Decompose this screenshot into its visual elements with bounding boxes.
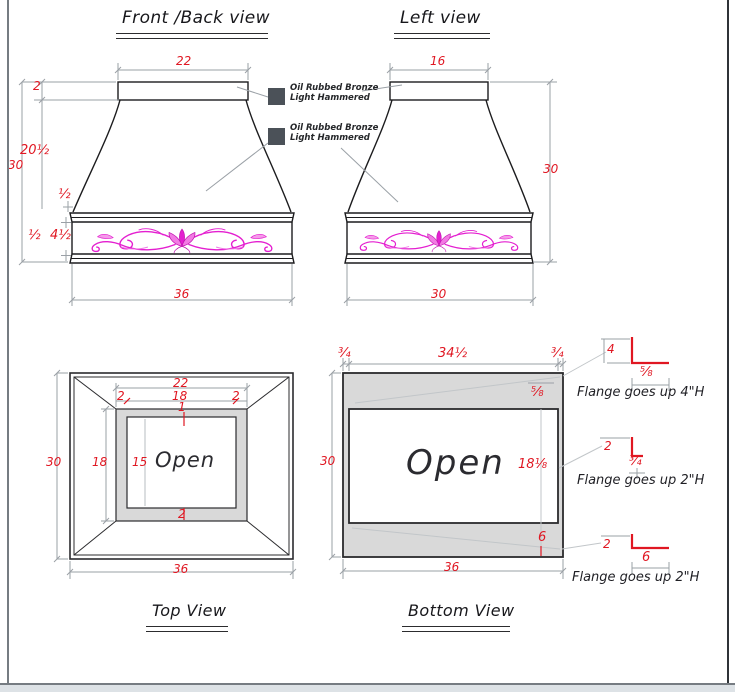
front-dim-overall-height: 30 [8, 158, 24, 172]
topview-dim-frame-depth: 18 [92, 455, 108, 469]
topview-dim-right-rim: 2 [232, 389, 240, 403]
topview-dim-overall-width: 36 [173, 562, 189, 576]
leftview-dim-overall-height: 30 [543, 162, 559, 176]
sheet-border-left [7, 0, 9, 685]
left-view-hood [344, 81, 534, 264]
finish-swatch-2 [268, 128, 285, 145]
bottomview-open-label: Open [406, 443, 505, 483]
left-view-dim-lines [343, 63, 557, 306]
flange3-note: Flange goes up 2"H [572, 570, 700, 585]
front-dim-top-molding: ½ [58, 187, 71, 202]
flange2-note: Flange goes up 2"H [577, 473, 705, 488]
swatch-leader-lines [205, 84, 403, 203]
flange2-height-dim: 2 [604, 439, 612, 453]
sheet-border-right [727, 0, 729, 685]
topview-dim-frame-width: 22 [173, 376, 189, 390]
top-view-red-ticks [123, 397, 240, 520]
flange-detail-3-lines [601, 534, 670, 574]
bottomview-dim-opening-width: 34½ [438, 346, 468, 361]
finish-swatch-1-line2: Light Hammered [290, 93, 370, 103]
bottom-view-drawing [342, 372, 564, 558]
flange3-height-dim: 2 [603, 537, 611, 551]
front-view-title: Front /Back view [122, 8, 270, 28]
front-dim-crown-height: 2 [33, 79, 41, 93]
bottomview-dim-overall-depth: 30 [320, 454, 336, 468]
topview-dim-opening-depth: 15 [132, 455, 148, 469]
bottomview-dim-overall-width: 36 [444, 560, 460, 574]
flange3-depth-dim: 6 [642, 550, 651, 565]
finish-swatch-2-line1: Oil Rubbed Bronze [290, 123, 379, 133]
bottom-view-title: Bottom View [408, 601, 515, 620]
front-view-hood [69, 81, 295, 264]
bottomview-dim-opening-depth: 18⅛ [518, 457, 548, 472]
front-dim-top-width: 22 [176, 54, 192, 68]
front-dim-bottom-width: 36 [174, 287, 190, 301]
bottom-view-title-underline [402, 626, 510, 632]
finish-swatch-2-line2: Light Hammered [290, 133, 370, 143]
flange2-depth-dim: ¾ [629, 454, 642, 469]
bottomview-dim-bottom-flange: 6 [538, 530, 547, 545]
bottomview-dim-top-inset: ⅝ [531, 385, 544, 400]
flange1-note: Flange goes up 4"H [577, 385, 705, 400]
bottom-view-dim-lines [328, 358, 567, 579]
left-scroll-ornament [360, 230, 517, 251]
front-view-title-underline [116, 33, 268, 39]
front-scroll-ornament [92, 229, 272, 253]
flange-detail-2-lines [600, 437, 645, 479]
topview-open-label: Open [155, 448, 216, 472]
topview-dim-left-rim: 2 [117, 389, 125, 403]
bottom-view-leader-lines [351, 351, 607, 554]
flange-detail-1-lines [601, 337, 670, 391]
front-view-dim-lines [18, 63, 296, 306]
top-view-dim-lines [53, 369, 297, 579]
canvas-edge-strip [0, 685, 735, 692]
flange1-depth-dim: ⅝ [640, 365, 653, 380]
topview-dim-front-rim: 1 [178, 400, 186, 414]
bottomview-dim-left-flange: ¾ [338, 346, 351, 361]
front-dim-upper-height: 20½ [20, 143, 50, 158]
leftview-dim-top-width: 16 [430, 54, 446, 68]
left-view-title-underline [394, 33, 490, 39]
left-view-title: Left view [400, 8, 481, 28]
sheet-border-bottom [0, 683, 735, 685]
topview-dim-opening-width: 18 [172, 389, 188, 403]
topview-dim-overall-depth: 30 [46, 455, 62, 469]
top-view-title: Top View [152, 601, 227, 620]
topview-dim-back-rim: 2 [178, 507, 186, 521]
flange1-height-dim: 4 [607, 342, 615, 356]
finish-swatch-1-line1: Oil Rubbed Bronze [290, 83, 379, 93]
finish-swatch-1 [268, 88, 285, 105]
top-view-title-underline [146, 626, 228, 632]
front-dim-lower-molding: ½ [28, 228, 41, 243]
leftview-dim-bottom-depth: 30 [431, 287, 447, 301]
bottomview-dim-right-flange: ¾ [551, 346, 564, 361]
front-dim-band-height: 4½ [50, 228, 71, 243]
